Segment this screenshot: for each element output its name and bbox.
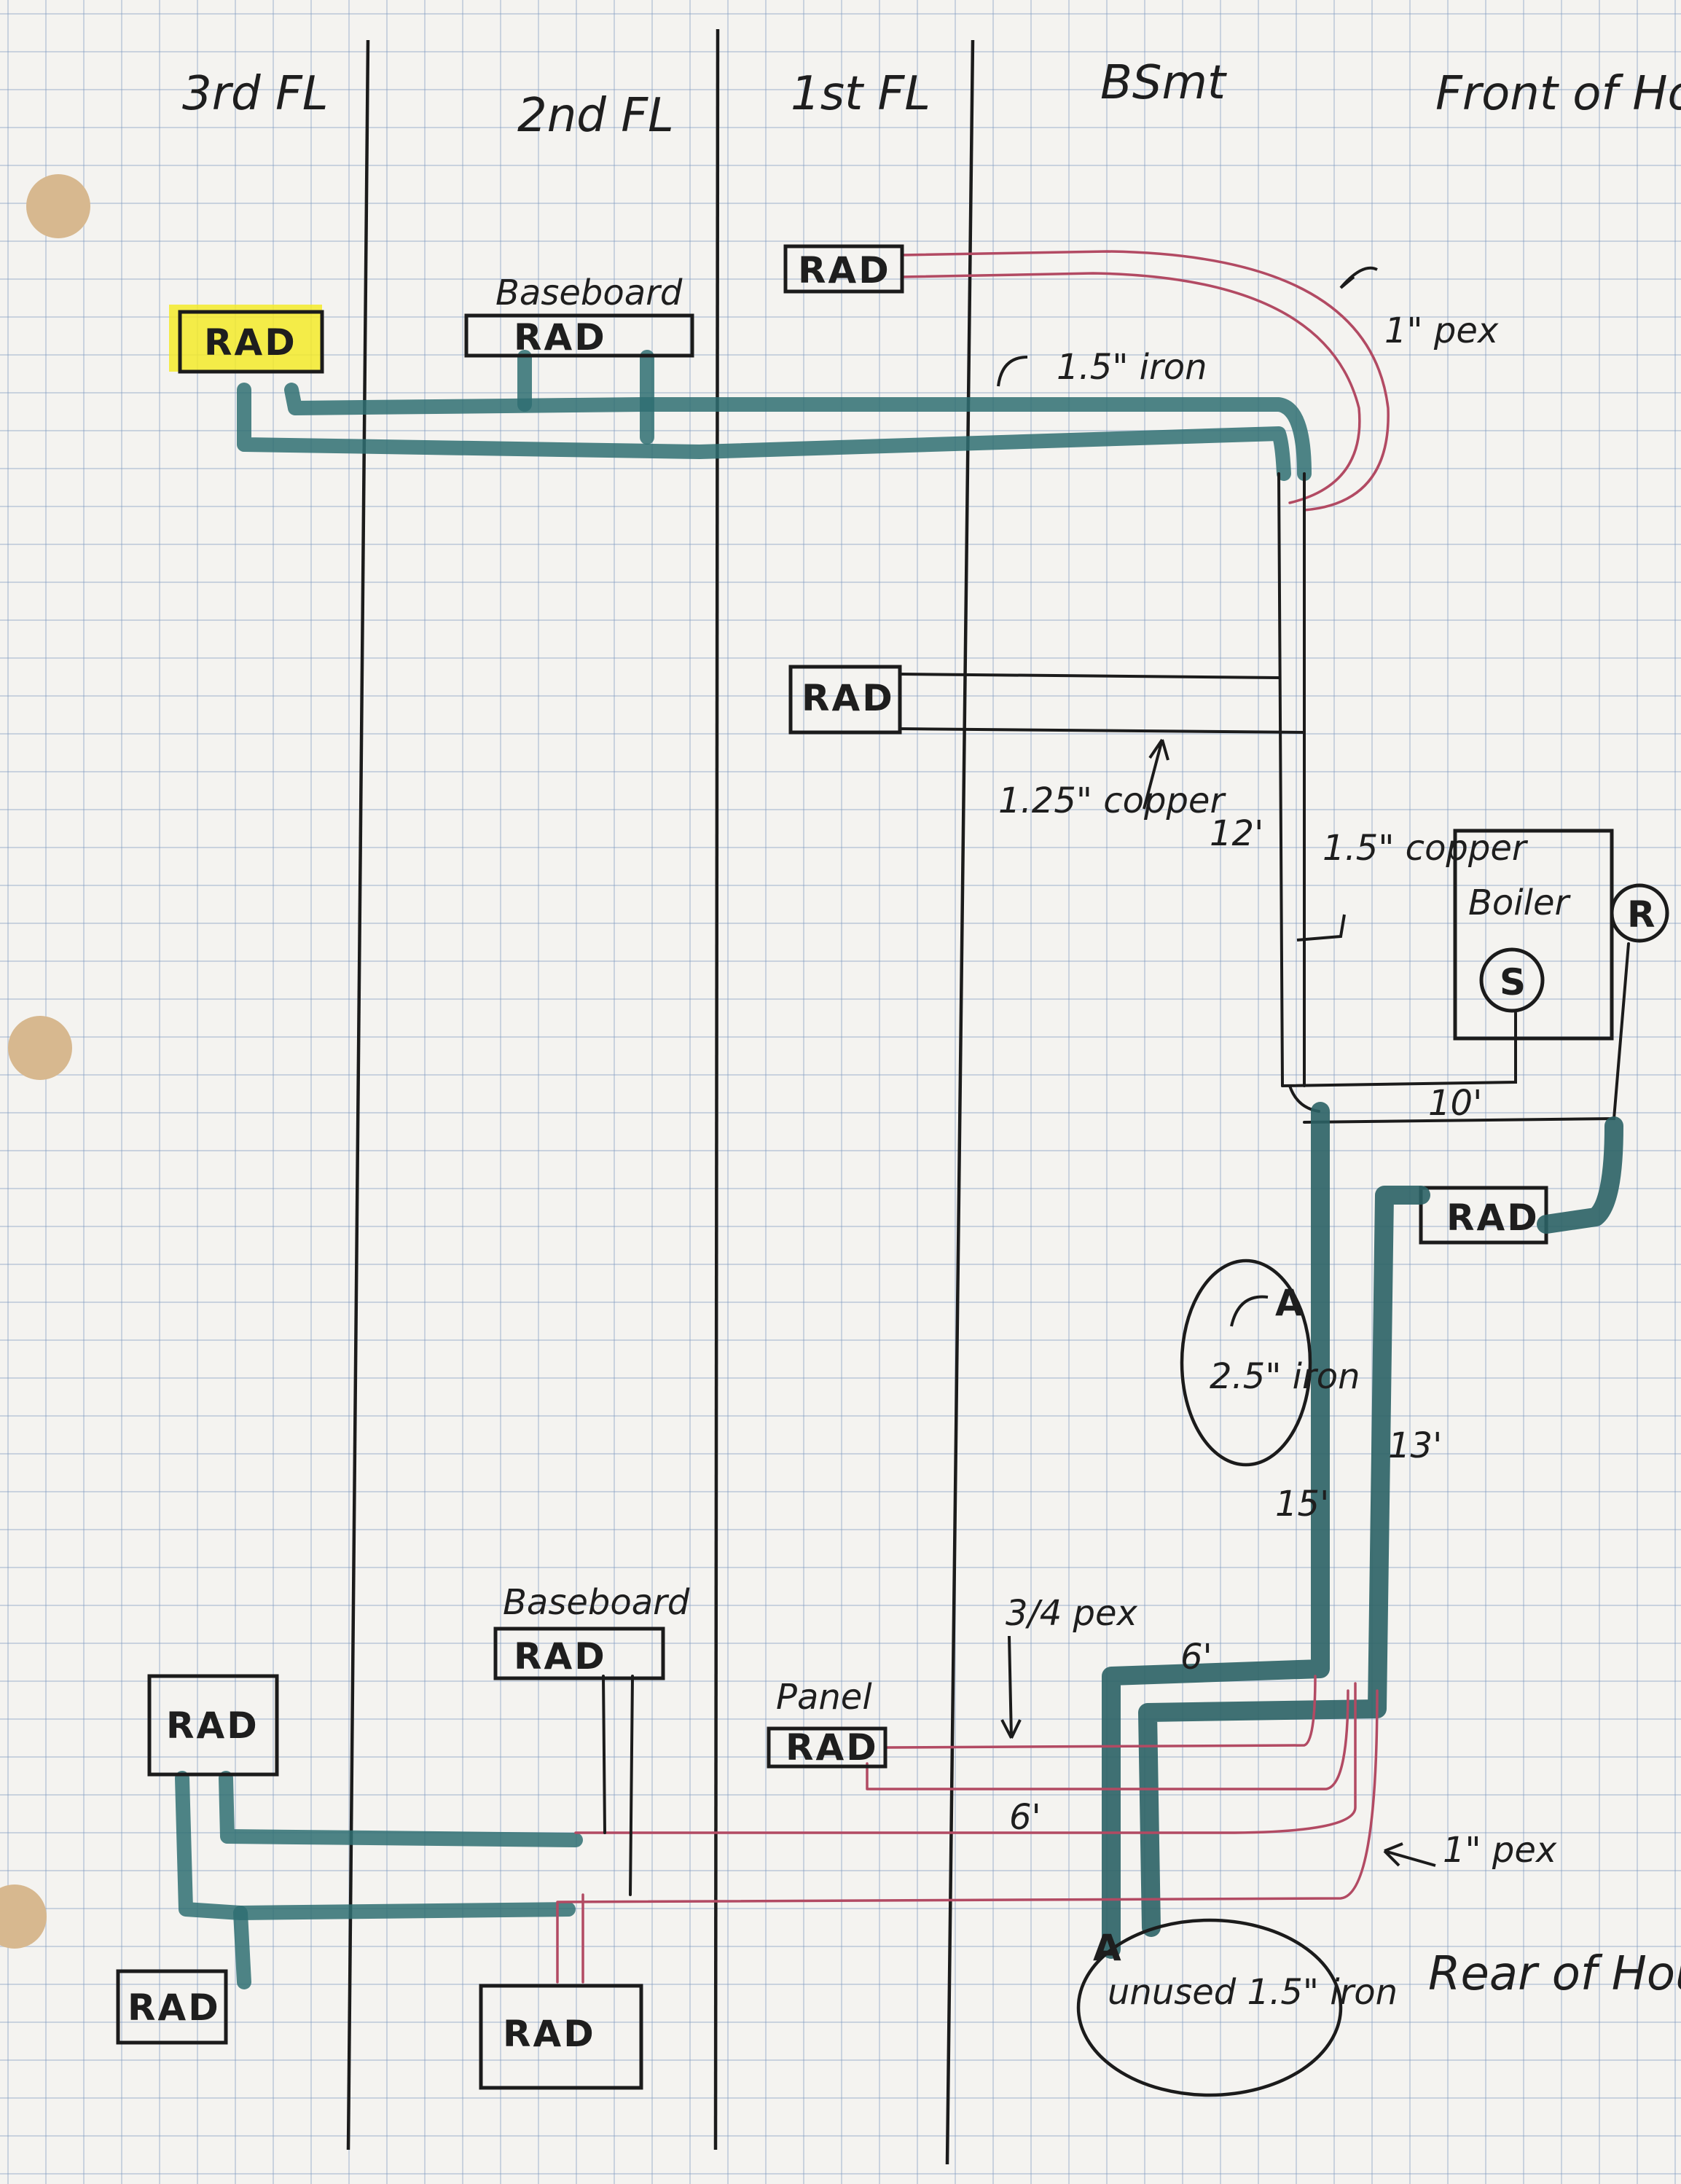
iron-pipe-bottom-upper <box>219 1771 583 1847</box>
binder-hole-top <box>26 174 90 238</box>
radiator-label: RAD <box>503 2013 596 2055</box>
copper-drop-baseboard-right <box>629 1675 634 1896</box>
radiator-label: RAD <box>802 677 895 719</box>
front-of-house-label: Front of House <box>1435 67 1681 121</box>
boiler-supply-marker-circle <box>1479 947 1545 1013</box>
arrow-main-iron <box>1230 1295 1269 1327</box>
copper-riser-left <box>1277 472 1284 1087</box>
boiler-supply-pipe <box>1281 1011 1517 1087</box>
label-unused-iron: unused 1.5" iron <box>1108 1972 1398 2013</box>
marker-main-iron: A <box>1275 1282 1306 1324</box>
marker-unused-iron: A <box>1093 1927 1124 1969</box>
label-top-iron: 1.5" iron <box>1057 347 1207 388</box>
radiator-label: RAD <box>785 1726 879 1769</box>
column-header-1st-floor: 1st FL <box>791 67 930 121</box>
label-run-15: 15' <box>1275 1484 1329 1525</box>
radiator-2nd-floor-baseboard-bottom <box>493 1627 665 1680</box>
label-boiler-run: 10' <box>1428 1083 1482 1124</box>
boiler-return-marker: R <box>1627 893 1658 936</box>
radiator-label: RAD <box>514 316 607 359</box>
column-header-3rd-floor: 3rd FL <box>182 67 328 121</box>
radiator-1st-floor-top <box>783 244 904 294</box>
label-mid-copper: 1.25" copper <box>998 780 1226 821</box>
arrow-branch-pex <box>1000 1635 1022 1739</box>
radiator-1st-floor-panel <box>767 1726 887 1769</box>
circle-main-iron <box>1180 1259 1312 1467</box>
boiler-label: Boiler <box>1468 882 1572 923</box>
iron-pipe-top-supply <box>284 383 1312 481</box>
pex-panel-rad-return <box>866 1689 1349 1790</box>
binder-hole-middle <box>8 1016 72 1080</box>
label-riser-copper: 1.5" copper <box>1323 828 1529 869</box>
iron-main-supply-15ft <box>1102 1102 1330 1959</box>
copper-branch-mid-upper <box>898 673 1280 679</box>
rear-of-house-label: Rear of House <box>1428 1947 1681 2001</box>
arrow-riser-copper <box>1296 914 1346 942</box>
radiator-label: RAD <box>1446 1197 1540 1239</box>
label-run-6: 6' <box>1180 1637 1212 1678</box>
radiator-label: RAD <box>166 1704 259 1747</box>
pex-bottom-lower-main <box>556 1689 1379 1984</box>
binder-hole-bottom <box>0 1884 47 1949</box>
label-run-13: 13' <box>1388 1425 1442 1466</box>
radiator-label: RAD <box>514 1635 607 1678</box>
copper-drop-baseboard-left <box>602 1675 606 1834</box>
iron-pipe-bottom-lower <box>175 1771 576 1920</box>
radiator-2nd-floor-bottom-lower <box>479 1984 643 2090</box>
radiator-3rd-floor-bottom-upper <box>147 1674 279 1777</box>
copper-branch-mid-lower <box>898 727 1306 734</box>
radiator-label: RAD <box>204 321 297 364</box>
radiator-2nd-floor-baseboard-top <box>464 313 694 358</box>
iron-pipe-top-return <box>237 383 1291 481</box>
floor-divider-2nd-1st <box>713 28 720 2150</box>
label-branch-pex: 3/4 pex <box>1006 1593 1138 1634</box>
label-bottom-pex: 1" pex <box>1443 1830 1557 1871</box>
label-riser-length: 12' <box>1210 813 1263 854</box>
radiator-3rd-floor-top <box>178 310 324 374</box>
radiator-3rd-floor-bottom-lower <box>116 1969 228 2045</box>
floor-divider-1st-bsmt <box>945 39 975 2165</box>
arrow-top-pex <box>1339 266 1378 289</box>
pex-panel-rad-supply <box>884 1675 1317 1749</box>
label-branch-length: 6' <box>1009 1797 1041 1838</box>
pex-pipe-top-inner <box>901 272 1361 504</box>
label-main-iron: 2.5" iron <box>1210 1356 1360 1397</box>
baseboard-title-bottom: Baseboard <box>503 1582 690 1623</box>
label-top-pex: 1" pex <box>1384 310 1499 351</box>
radiator-label: RAD <box>128 1987 221 2029</box>
boiler-box <box>1453 829 1614 1041</box>
arrow-mid-copper <box>1143 738 1169 810</box>
radiator-1st-floor-mid <box>788 665 902 735</box>
highlight-3rd-floor-rad <box>169 305 322 372</box>
iron-pipe-basement-rad-return <box>1537 1116 1623 1234</box>
radiator-label: RAD <box>798 249 891 291</box>
arrow-bottom-pex <box>1383 1842 1436 1867</box>
baseboard-title-top: Baseboard <box>495 273 683 313</box>
boiler-return-marker-circle <box>1610 883 1669 943</box>
boiler-supply-marker: S <box>1500 961 1528 1003</box>
pex-pipe-top-outer <box>901 250 1390 512</box>
pex-bottom-upper-main <box>574 1682 1357 1834</box>
column-header-2nd-floor: 2nd FL <box>517 89 674 143</box>
floor-divider-3rd-2nd <box>346 39 370 2150</box>
panel-title: Panel <box>776 1677 872 1718</box>
column-header-basement: BSmt <box>1100 56 1228 110</box>
iron-drop-bottom-lower-rad <box>233 1906 251 1989</box>
arrow-top-iron <box>997 356 1028 387</box>
circle-unused-iron <box>1076 1918 1343 2097</box>
